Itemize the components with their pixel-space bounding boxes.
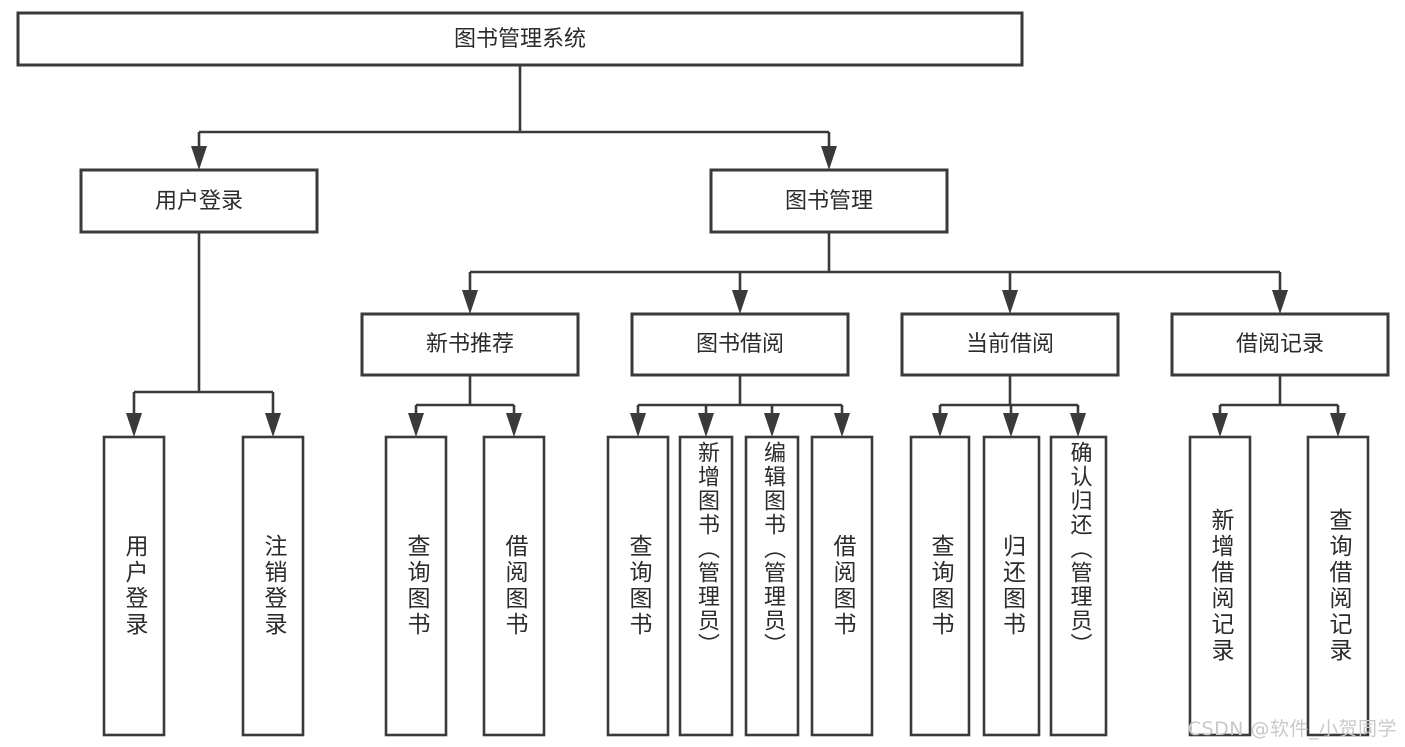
node-root-box[interactable] (16, 11, 1024, 67)
leaf-node-boxes (102, 435, 1370, 737)
node-new-book-recommend-box[interactable] (360, 312, 580, 377)
arrow-head-leaf-return-book (1003, 413, 1019, 437)
leaf-logout-box[interactable] (241, 435, 305, 737)
node-book-management-label: 图书管理 (785, 189, 873, 214)
arrow-head-leaf-add-book (698, 413, 714, 437)
arrow-head-leaf-logout (265, 413, 281, 437)
leaf-return-book-box[interactable] (982, 435, 1041, 737)
arrow-head-leaf-add-record (1212, 413, 1228, 437)
leaf-borrow-book-rec-box[interactable] (482, 435, 546, 737)
arrow-head-leaf-user-login (126, 413, 142, 437)
node-current-borrow-box[interactable] (900, 312, 1120, 377)
leaf-query-book-rec-box[interactable] (384, 435, 448, 737)
leaf-confirm-return-box[interactable] (1049, 435, 1108, 737)
node-borrow-record-label: 借阅记录 (1236, 332, 1324, 357)
node-current-borrow-label: 当前借阅 (966, 332, 1054, 357)
arrow-head-borrow-record (1272, 290, 1288, 314)
node-borrow-record-box[interactable] (1170, 312, 1390, 377)
arrow-head-user-login (191, 146, 207, 170)
node-book-borrow[interactable]: 图书借阅 (630, 312, 850, 377)
leaf-query-book-borrow-box[interactable] (606, 435, 670, 737)
arrow-head-book-mgmt (821, 146, 837, 170)
arrow-head-leaf-query-book-b (630, 413, 646, 437)
arrow-head-current-borrow (1002, 290, 1018, 314)
node-book-borrow-box[interactable] (630, 312, 850, 377)
node-book-management-box[interactable] (709, 168, 949, 234)
leaf-edit-book-box[interactable] (744, 435, 800, 737)
node-new-book-recommend[interactable]: 新书推荐 (360, 312, 580, 377)
node-root[interactable]: 图书管理系统 (16, 11, 1024, 67)
node-root-label: 图书管理系统 (454, 27, 586, 52)
leaf-user-login-box[interactable] (102, 435, 166, 737)
arrow-head-leaf-edit-book (764, 413, 780, 437)
arrow-head-leaf-borrow-book-b (834, 413, 850, 437)
leaf-add-record-box[interactable] (1188, 435, 1252, 737)
node-user-login-label: 用户登录 (155, 189, 243, 214)
arrow-head-leaf-confirm-return (1070, 413, 1086, 437)
leaf-borrow-book-box[interactable] (810, 435, 874, 737)
arrow-head-leaf-borrow-book-rec (506, 413, 522, 437)
leaf-query-book-current-box[interactable] (909, 435, 971, 737)
node-current-borrow[interactable]: 当前借阅 (900, 312, 1120, 377)
connector-group-user-login (126, 232, 281, 437)
connector-group-current-borrow (932, 375, 1086, 437)
arrow-head-new-book-rec (462, 290, 478, 314)
arrow-head-leaf-query-book-rec (408, 413, 424, 437)
node-new-book-recommend-label: 新书推荐 (426, 332, 514, 357)
connector-group-book-mgmt (462, 232, 1288, 314)
leaf-query-record-box[interactable] (1306, 435, 1370, 737)
arrow-head-book-borrow (732, 290, 748, 314)
node-user-login-box[interactable] (79, 168, 319, 234)
connector-group-book-borrow (630, 375, 850, 437)
leaf-add-book-box[interactable] (678, 435, 734, 737)
arrow-head-leaf-query-book-c (932, 413, 948, 437)
connector-group-new-book-rec (408, 375, 522, 437)
connector-group-borrow-record (1212, 375, 1346, 437)
arrow-head-leaf-query-record (1330, 413, 1346, 437)
connector-group-root (191, 65, 837, 170)
node-borrow-record[interactable]: 借阅记录 (1170, 312, 1390, 377)
node-book-management[interactable]: 图书管理 (709, 168, 949, 234)
node-book-borrow-label: 图书借阅 (696, 332, 784, 357)
node-user-login[interactable]: 用户登录 (79, 168, 319, 234)
